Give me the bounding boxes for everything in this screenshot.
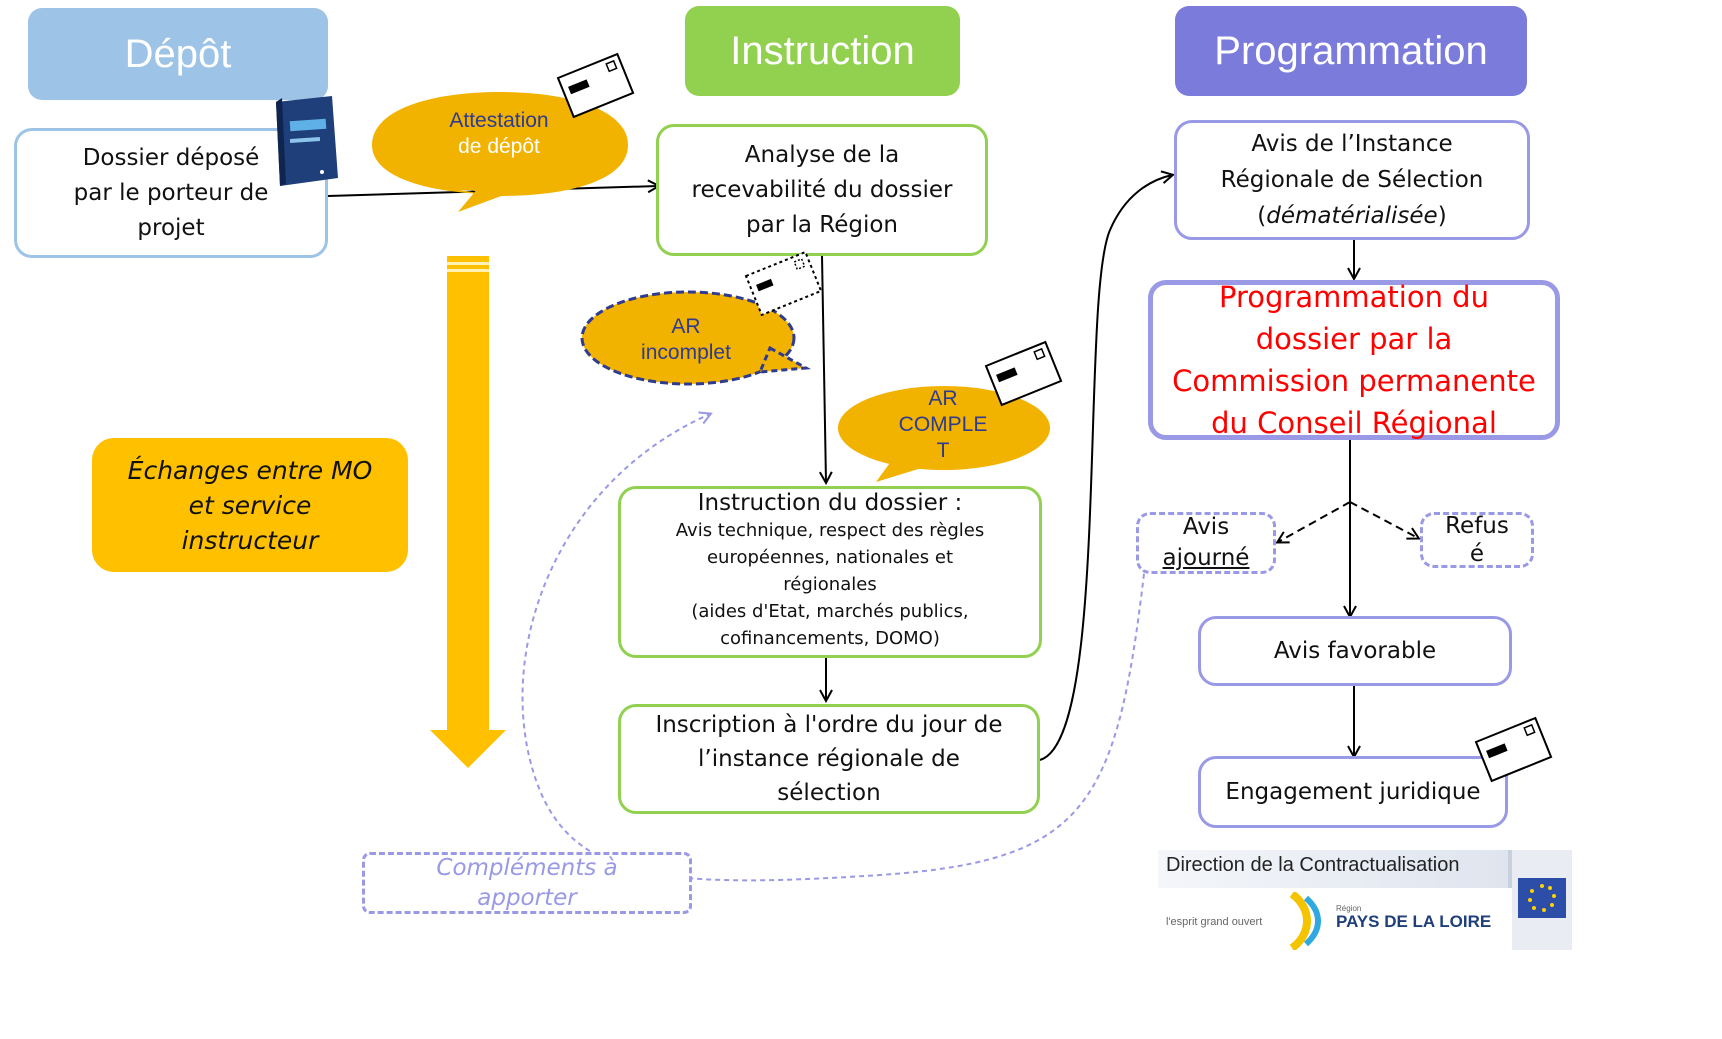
- ar-complet-line-1: AR: [928, 387, 958, 410]
- logo-region-small: Région: [1336, 904, 1362, 913]
- instruction-detail-5: cofinancements, DOMO): [720, 628, 940, 649]
- complements-box: Compléments à apporter: [362, 852, 692, 914]
- refuse-line-1: Refus: [1445, 513, 1509, 539]
- exchange-timeline-arrow: [430, 256, 506, 768]
- echanges-line-3: instructeur: [181, 525, 319, 555]
- logo-region-name: PAYS DE LA LOIRE: [1336, 912, 1492, 931]
- region-logo: Direction de la Contractualisation l'esp…: [1158, 850, 1722, 1039]
- instruction-detail-1: Avis technique, respect des règles: [675, 520, 985, 541]
- avis-favorable-box: Avis favorable: [1198, 616, 1512, 686]
- region-swoosh-icon: [1289, 892, 1321, 950]
- avis-instance-italic: dématérialisée: [1266, 203, 1438, 229]
- dossier-depose-box: Dossier déposé par le porteur de projet: [14, 128, 328, 258]
- engagement-juridique-box: Engagement juridique: [1198, 756, 1508, 828]
- inscription-line-3: sélection: [777, 780, 881, 806]
- depot-line-1: Dossier déposé: [82, 144, 260, 171]
- echanges-line-2: et service: [188, 490, 312, 520]
- programmation-dossier-box: Programmation du dossier par la Commissi…: [1148, 280, 1560, 440]
- arrow-analyse-to-instruction: [822, 255, 826, 482]
- ar-incomplet-bubble: [580, 290, 812, 386]
- inscription-ordre-du-jour-box: Inscription à l'ordre du jour de l’insta…: [618, 704, 1040, 814]
- instruction-detail-4: (aides d'Etat, marchés publics,: [691, 601, 969, 622]
- ar-complet-bubble: [838, 386, 1050, 482]
- envelope-icon: [556, 52, 635, 119]
- logo-direction-text: Direction de la Contractualisation: [1166, 854, 1460, 876]
- analyse-line-3: par la Région: [746, 211, 898, 238]
- attestation-bubble: [372, 92, 628, 212]
- avis-favorable-label: Avis favorable: [1273, 637, 1437, 664]
- header-programmation: Programmation: [1175, 6, 1527, 96]
- analyse-line-2: recevabilité du dossier: [691, 176, 953, 203]
- logo-tagline: l'esprit grand ouvert: [1166, 916, 1263, 928]
- header-depot-label: Dépôt: [124, 31, 232, 76]
- ar-incomplet-line-2: incomplet: [641, 341, 731, 364]
- header-depot: Dépôt: [28, 8, 328, 100]
- ar-incomplet-text: AR incomplet: [616, 314, 756, 366]
- programmation-line-3: Commission permanente: [1172, 364, 1536, 398]
- attestation-line-2: de dépôt: [458, 135, 540, 158]
- ar-complet-line-3: T: [936, 439, 950, 462]
- programmation-line-2: dossier par la: [1255, 322, 1453, 356]
- complements-line-1: Compléments à: [436, 855, 618, 881]
- avis-ajourne-line-2: ajourné: [1162, 545, 1250, 571]
- refuse-box: Refus é: [1420, 512, 1534, 568]
- instruction-title: Instruction du dossier :: [697, 490, 963, 516]
- inscription-line-2: l’instance régionale de: [698, 746, 960, 772]
- avis-instance-box: Avis de l’Instance Régionale de Sélectio…: [1174, 120, 1530, 240]
- echanges-box: Échanges entre MO et service instructeur: [92, 438, 408, 572]
- dossier-book-icon: [268, 96, 340, 188]
- echanges-line-1: Échanges entre MO: [127, 455, 373, 485]
- analyse-line-1: Analyse de la: [744, 141, 900, 168]
- ar-complet-line-2: COMPLE: [898, 413, 988, 436]
- attestation-line-1: Attestation: [449, 109, 549, 132]
- avis-instance-line-3: (dématérialisée): [1257, 203, 1447, 229]
- avis-ajourne-line-1: Avis: [1182, 514, 1230, 540]
- envelope-icon: [744, 250, 823, 317]
- envelope-icon: [984, 340, 1063, 407]
- instruction-detail-2: européennes, nationales et: [706, 547, 954, 568]
- refuse-line-2: é: [1469, 541, 1485, 567]
- depot-line-2: par le porteur de: [73, 179, 269, 206]
- programmation-line-4: du Conseil Régional: [1211, 406, 1497, 440]
- avis-ajourne-box: Avis ajourné: [1136, 512, 1276, 574]
- inscription-line-1: Inscription à l'ordre du jour de: [655, 712, 1003, 738]
- eu-flag-icon: [1512, 850, 1572, 950]
- programmation-line-1: Programmation du: [1219, 280, 1489, 314]
- avis-instance-line-1: Avis de l’Instance: [1251, 131, 1453, 157]
- ar-incomplet-line-1: AR: [671, 315, 701, 338]
- arrow-to-avis-ajourne: [1278, 501, 1351, 542]
- arrow-inscription-to-avis-instance: [1039, 175, 1172, 761]
- complements-line-2: apporter: [477, 885, 577, 911]
- instruction-detail-3: régionales: [783, 574, 877, 595]
- analyse-recevabilite-box: Analyse de la recevabilité du dossier pa…: [656, 124, 988, 256]
- header-instruction-label: Instruction: [730, 28, 915, 73]
- header-programmation-label: Programmation: [1214, 28, 1488, 73]
- instruction-dossier-box: Instruction du dossier : Avis technique,…: [618, 486, 1042, 658]
- avis-instance-line-2: Régionale de Sélection: [1220, 167, 1484, 193]
- attestation-text: Attestation de dépôt: [424, 108, 574, 160]
- envelope-icon: [1474, 716, 1553, 783]
- depot-line-3: projet: [137, 214, 205, 241]
- ar-complet-text: AR COMPLE T: [880, 386, 1006, 464]
- engagement-label: Engagement juridique: [1225, 778, 1481, 805]
- header-instruction: Instruction: [685, 6, 960, 96]
